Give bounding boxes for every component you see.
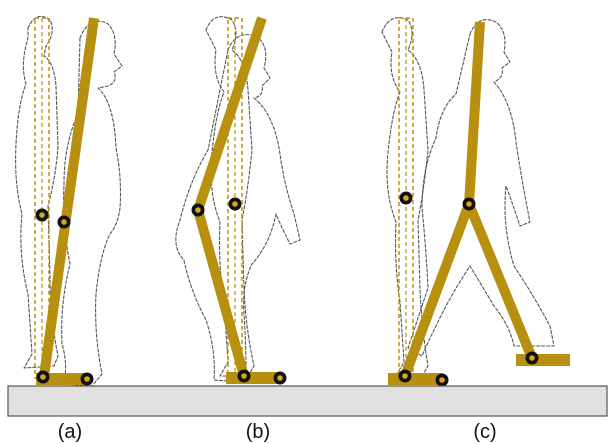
panel-a (16, 16, 122, 386)
foot-stance-c (388, 373, 442, 385)
label-c: (c) (473, 421, 496, 443)
hip-joint-back-b (229, 198, 242, 211)
foot-swing-c (516, 354, 570, 366)
knee-joint-b (192, 204, 205, 217)
ankle-joint-c (399, 370, 412, 383)
ground-platform (8, 386, 607, 416)
toe-joint-a (81, 373, 94, 386)
hip-joint-back-a (36, 209, 49, 222)
label-b: (b) (246, 421, 270, 443)
panel-b (176, 17, 300, 385)
hip-joint-c (463, 198, 476, 211)
panel-c (382, 18, 570, 387)
ankle-joint-swing-c (526, 352, 539, 365)
hip-joint-a (58, 216, 71, 229)
toe-joint-b (274, 372, 287, 385)
label-a: (a) (58, 421, 82, 443)
leg-a (44, 18, 94, 376)
hip-joint-back-c (400, 192, 413, 205)
ankle-joint-a (37, 371, 50, 384)
leg-b (198, 18, 262, 376)
ankle-joint-b (238, 370, 251, 383)
toe-joint-c (436, 374, 449, 387)
